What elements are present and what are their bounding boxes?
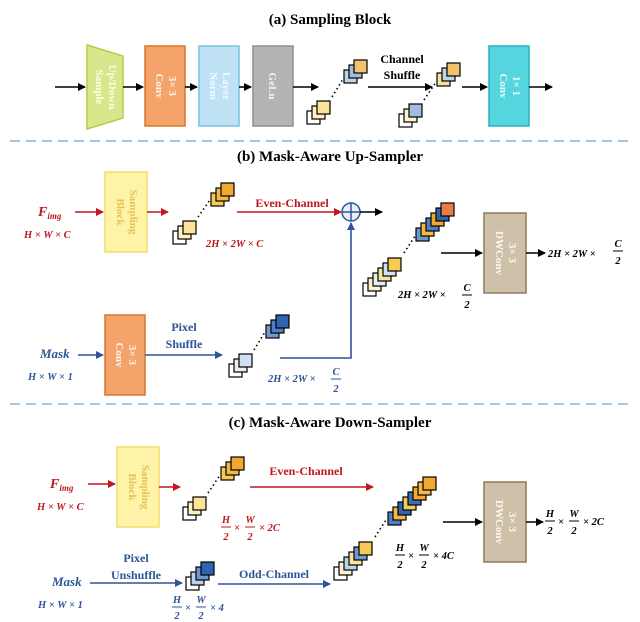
svg-text:H2: H2 — [221, 515, 231, 543]
layernorm-label: LayerNorm — [207, 72, 232, 100]
conv1x1-label: 1× 1Conv — [497, 73, 522, 99]
svg-text:H2: H2 — [395, 543, 405, 571]
f-img-label-b: Fimg — [37, 205, 62, 221]
feature-stack-b-mask — [228, 314, 290, 378]
dwconv-label-b: 3× 3DWConv — [493, 231, 518, 276]
svg-text:×: × — [558, 517, 564, 528]
dwconv-block-b — [483, 212, 527, 294]
conv-label-b: 3× 3Conv — [113, 342, 138, 368]
mask-dim-c: H × W × 1 — [37, 600, 83, 611]
svg-text:W2: W2 — [569, 509, 579, 537]
section-title-a: (a) Sampling Block — [269, 12, 392, 28]
feature-stack-a2 — [398, 62, 461, 128]
svg-text:W2: W2 — [196, 595, 206, 622]
svg-text:× 4: × 4 — [210, 603, 224, 614]
feature-stack-b-merged — [362, 202, 455, 297]
mask-out-dim-b: 2H × 2W × — [267, 374, 316, 385]
dwconv-label-c: 3× 3DWConv — [493, 500, 518, 545]
svg-text:H2: H2 — [172, 595, 182, 622]
conv-block-a — [144, 45, 186, 127]
mask-dim-b: H × W × 1 — [27, 372, 73, 383]
f-img-label-c: Fimg — [49, 477, 74, 493]
dwconv-block-c — [483, 481, 527, 563]
odd-channel-label: Odd-Channel — [239, 567, 310, 581]
conv-label-a: 3× 3Conv — [153, 73, 178, 99]
merged-dim-b: 2H × 2W × — [397, 290, 446, 301]
even-channel-label-c: Even-Channel — [269, 464, 343, 478]
sampling-block-label-c: SamplingBlock — [126, 465, 151, 510]
section-title-b: (b) Mask-Aware Up-Sampler — [237, 149, 423, 165]
concat-plus-icon — [341, 202, 361, 222]
updown-sample-block — [86, 43, 124, 131]
input-dim-b: H × W × C — [23, 230, 72, 241]
out-dim-b: 2H × 2W × C — [205, 239, 264, 250]
feature-stack-c1 — [182, 456, 245, 521]
arrow-mask-to-plus — [280, 222, 355, 359]
svg-text:W2: W2 — [245, 515, 255, 543]
svg-text:H2: H2 — [545, 509, 555, 537]
feature-stack-c-mask — [185, 561, 215, 591]
svg-text:×: × — [408, 551, 414, 562]
section-title-c: (c) Mask-Aware Down-Sampler — [229, 415, 432, 431]
conv1x1-block — [488, 45, 530, 127]
sampling-block-label-b: SamplingBlock — [114, 190, 139, 235]
svg-text:× 2C: × 2C — [583, 517, 605, 528]
feature-stack-c-merged — [333, 476, 437, 581]
mask-label-c: Mask — [51, 574, 82, 589]
input-dim-c: H × W × C — [36, 502, 85, 513]
mask-label-b: Mask — [39, 346, 70, 361]
svg-text:× 4C: × 4C — [433, 551, 455, 562]
gelu-label: GeLu — [266, 73, 278, 100]
svg-text:× 2C: × 2C — [259, 523, 281, 534]
feature-stack-a1 — [306, 59, 368, 125]
updown-sample-label: Up/DownSample — [93, 65, 118, 110]
svg-text:×: × — [185, 603, 191, 614]
layernorm-block — [198, 45, 240, 127]
feature-stack-b1 — [172, 182, 235, 245]
gelu-block — [252, 45, 294, 127]
final-dim-b: 2H × 2W × — [547, 249, 596, 260]
svg-text:W2: W2 — [419, 543, 429, 571]
svg-text:×: × — [234, 523, 240, 534]
even-channel-label-b: Even-Channel — [255, 196, 329, 210]
